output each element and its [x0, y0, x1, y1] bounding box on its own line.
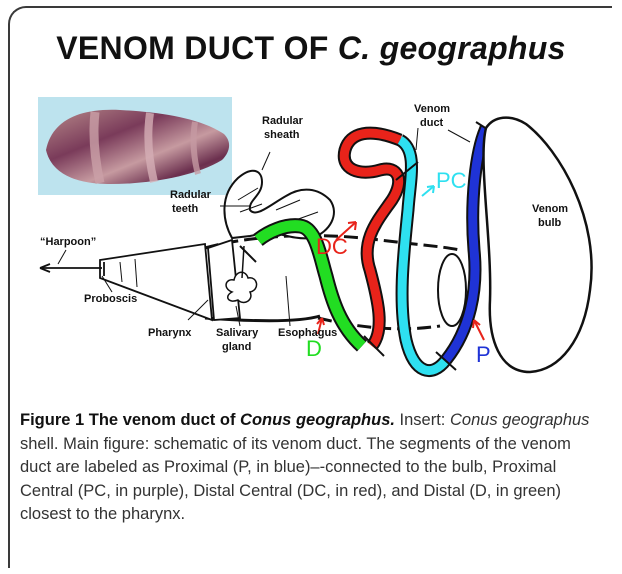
venom-bulb	[484, 118, 592, 372]
figure-caption: Figure 1 The venom duct of Conus geograp…	[20, 409, 595, 527]
label-salivary-line2: gland	[222, 341, 251, 353]
caption-bold-rest: The venom duct of	[84, 411, 240, 429]
label-radular-teeth-line2: teeth	[172, 203, 199, 215]
label-segment-d: D	[306, 336, 322, 361]
proboscis	[40, 244, 212, 320]
label-salivary-line1: Salivary	[216, 327, 259, 339]
label-segment-p: P	[476, 342, 491, 367]
label-venom-duct-line1: Venom	[414, 103, 450, 115]
caption-insert-species: Conus geographus	[450, 411, 589, 429]
caption-bold-species: Conus geographus.	[240, 411, 395, 429]
caption-body: shell. Main figure: schematic of its ven…	[20, 435, 571, 524]
label-segment-dc: DC	[316, 234, 348, 259]
caption-fig-label: Figure 1	[20, 411, 84, 429]
label-radular-teeth-line1: Radular	[170, 189, 212, 201]
label-venom-bulb-line2: bulb	[538, 217, 561, 229]
label-segment-pc: PC	[436, 168, 467, 193]
label-proboscis: Proboscis	[84, 293, 137, 305]
shell-photo	[38, 97, 232, 195]
label-radular-sheath-line2: sheath	[264, 129, 300, 141]
label-venom-duct-line2: duct	[420, 117, 444, 129]
label-venom-bulb-line1: Venom	[532, 203, 568, 215]
label-harpoon: “Harpoon”	[40, 236, 96, 248]
label-pharynx: Pharynx	[148, 327, 192, 339]
venom-duct-diagram: Radular sheath Radular teeth “Harpoon” P…	[0, 0, 622, 400]
label-radular-sheath-line1: Radular	[262, 115, 304, 127]
caption-insert: Insert:	[395, 411, 450, 429]
